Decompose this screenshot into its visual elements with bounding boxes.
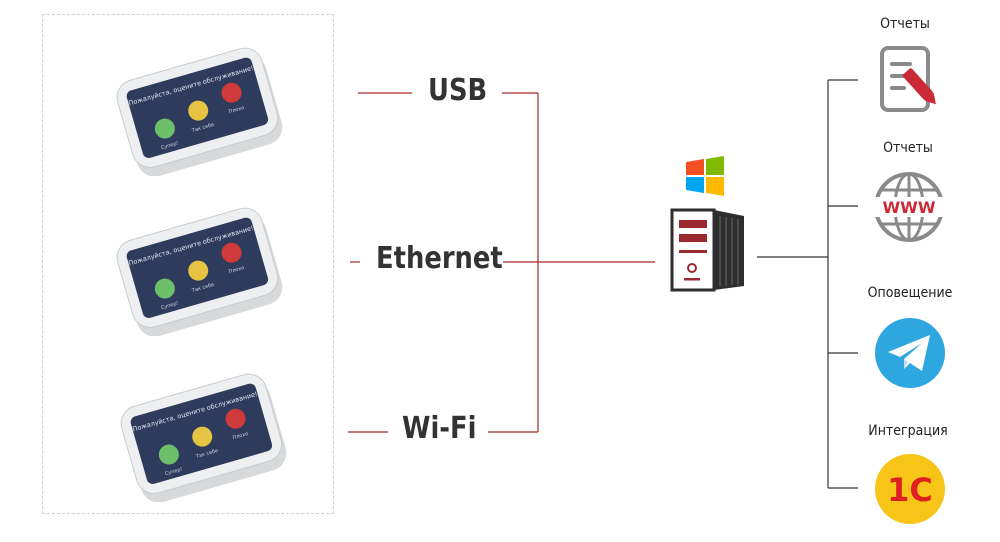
- device-button-label: Супер!: [164, 467, 183, 478]
- device-button-label: Плохо: [228, 265, 245, 275]
- device-button-label: Плохо: [232, 431, 249, 441]
- device-button-label: Супер!: [160, 301, 179, 312]
- report-icon: [880, 46, 936, 112]
- device-panel: [42, 14, 334, 514]
- device-button-green: [154, 278, 175, 299]
- service-label-reports: Отчеты: [880, 16, 930, 32]
- device-button-yellow: [192, 426, 213, 447]
- ethernet-label: Ethernet: [376, 241, 503, 276]
- windows-logo-icon: [686, 156, 724, 196]
- usb-label: USB: [428, 73, 488, 108]
- device-button-red: [225, 408, 246, 429]
- rating-device-wifi: Пожалуйста, оцените обслуживание! Супер!…: [120, 373, 287, 502]
- device-button-label: Супер!: [160, 141, 179, 152]
- device-button-label: Плохо: [228, 105, 245, 115]
- www-globe-icon: WWW: [874, 172, 944, 242]
- rating-device-usb: Пожалуйста, оцените обслуживание! Супер!…: [116, 47, 283, 176]
- 1c-logo-text: 1С: [887, 471, 933, 509]
- rating-device-ethernet: Пожалуйста, оцените обслуживание! Супер!…: [116, 207, 283, 336]
- device-button-red: [221, 242, 242, 263]
- server-icon: [670, 208, 744, 292]
- service-label-notification: Оповещение: [867, 285, 953, 301]
- device-button-green: [154, 118, 175, 139]
- device-button-green: [158, 444, 179, 465]
- device-button-yellow: [188, 100, 209, 121]
- wifi-label: Wi-Fi: [402, 411, 477, 446]
- service-label-web-reports: Отчеты: [883, 140, 933, 156]
- telegram-icon: [875, 318, 945, 388]
- www-text: WWW: [883, 198, 936, 217]
- 1c-logo: 1С: [875, 454, 945, 524]
- device-button-yellow: [188, 260, 209, 281]
- device-button-red: [221, 82, 242, 103]
- service-label-integration: Интеграция: [868, 423, 948, 439]
